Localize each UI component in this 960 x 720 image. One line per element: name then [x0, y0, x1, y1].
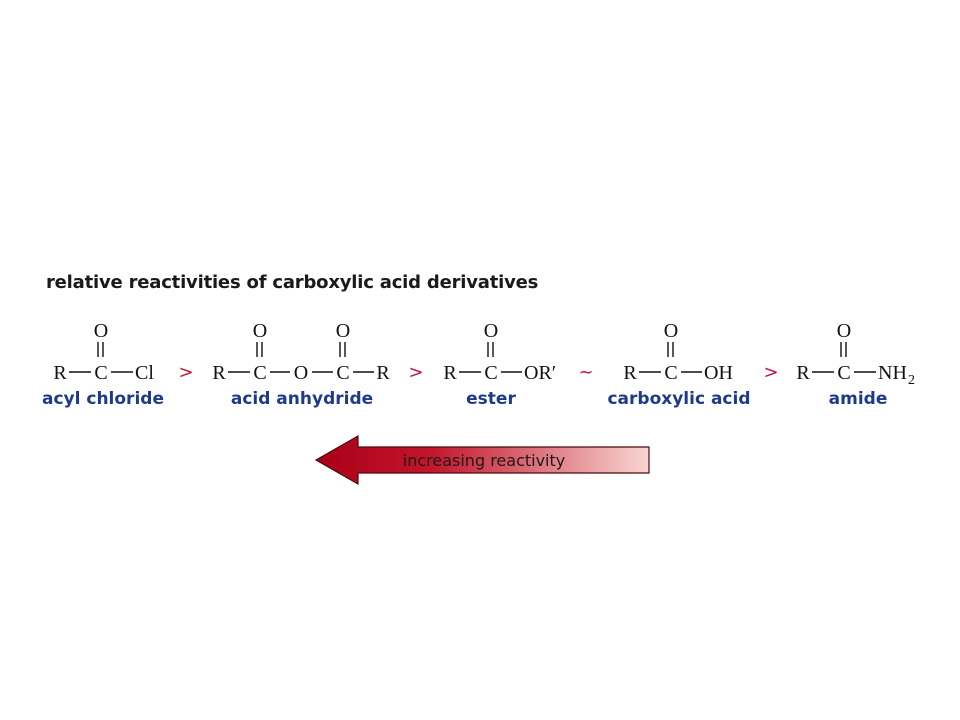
carbonyl-oxygen: O	[336, 320, 350, 342]
bridging-oxygen: O	[294, 362, 308, 384]
compound-label-ester: ester	[466, 389, 516, 409]
r-group: R	[53, 362, 67, 384]
carbonyl-oxygen: O	[837, 320, 851, 342]
compound-label-acyl-chloride: acyl chloride	[42, 389, 164, 409]
carbonyl-carbon: C	[253, 362, 266, 384]
compound-label-carboxylic-acid: carboxylic acid	[607, 389, 750, 409]
carbonyl-oxygen: O	[94, 320, 108, 342]
greater-than-operator: >	[408, 362, 423, 383]
carboxylic-acid-structure: R O C OH	[623, 320, 733, 384]
diagram-title: relative reactivities of carboxylic acid…	[46, 272, 539, 293]
amino-group: NH	[878, 362, 907, 384]
carbonyl-oxygen: O	[664, 320, 678, 342]
acyl-chloride-structure: O R C Cl	[53, 320, 154, 384]
r-group: R	[623, 362, 637, 384]
acid-anhydride-structure: R O C O O C R	[212, 320, 390, 384]
r-group: R	[376, 362, 390, 384]
carbonyl-carbon: C	[94, 362, 107, 384]
carbonyl-carbon: C	[336, 362, 349, 384]
arrow-label: increasing reactivity	[403, 451, 565, 470]
hydroxyl-group: OH	[704, 362, 733, 384]
r-group: R	[212, 362, 226, 384]
greater-than-operator: >	[763, 362, 778, 383]
alkoxy-group: OR′	[524, 362, 556, 384]
compound-label-amide: amide	[829, 389, 888, 409]
amino-subscript: 2	[908, 373, 915, 388]
carbonyl-carbon: C	[664, 362, 677, 384]
carbonyl-oxygen: O	[484, 320, 498, 342]
amide-structure: R O C NH 2	[796, 320, 915, 388]
carbonyl-carbon: C	[837, 362, 850, 384]
compound-label-acid-anhydride: acid anhydride	[231, 389, 373, 409]
r-group: R	[443, 362, 457, 384]
greater-than-operator: >	[178, 362, 193, 383]
carbonyl-carbon: C	[484, 362, 497, 384]
chlorine-atom: Cl	[135, 362, 154, 384]
r-group: R	[796, 362, 810, 384]
carbonyl-oxygen: O	[253, 320, 267, 342]
ester-structure: R O C OR′	[443, 320, 556, 384]
reactivity-arrow: increasing reactivity	[314, 434, 650, 486]
arrow-shape	[314, 434, 650, 486]
approx-equal-operator: ~	[578, 362, 593, 383]
